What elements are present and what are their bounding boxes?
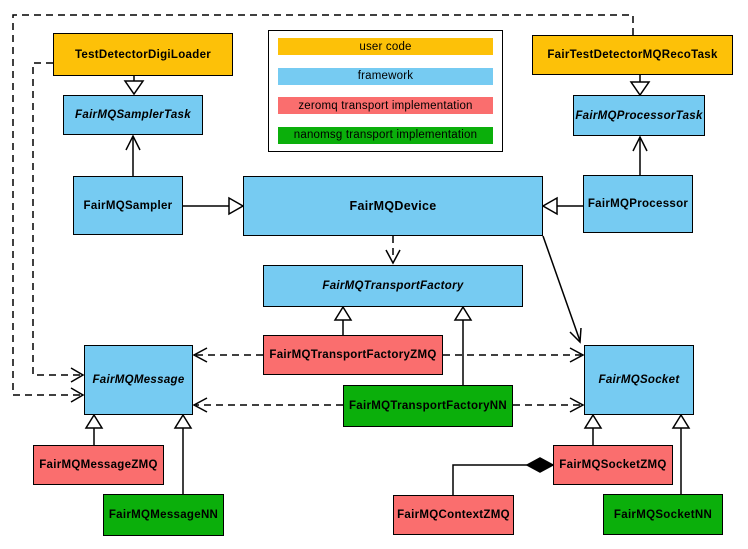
inheritance-arrow-socketzmq-socket bbox=[583, 413, 603, 445]
class-label: FairMQContextZMQ bbox=[397, 509, 510, 521]
class-label: FairMQSampler bbox=[83, 199, 173, 212]
association-arrow-device-socket bbox=[542, 235, 582, 344]
class-node-fairmqtransportfactoryzmq: FairMQTransportFactoryZMQ bbox=[263, 335, 443, 375]
class-node-fairmqsocket: FairMQSocket bbox=[584, 345, 694, 415]
class-label: FairMQSocketNN bbox=[613, 508, 713, 521]
class-label: TestDetectorDigiLoader bbox=[74, 48, 212, 61]
class-label: FairMQProcessorTask bbox=[575, 109, 703, 122]
class-node-fairmqsocketnn: FairMQSocketNN bbox=[603, 494, 723, 535]
legend-item-user-code: user code bbox=[278, 38, 493, 55]
inheritance-arrow-sampler-device bbox=[183, 196, 245, 216]
legend: user code framework zeromq transport imp… bbox=[268, 30, 503, 152]
dependency-arrow-tfzmq-message bbox=[192, 347, 263, 363]
class-label: FairMQMessageZMQ bbox=[39, 459, 158, 471]
association-arrow-sampler-samplertask bbox=[125, 134, 141, 176]
class-node-fairmqtransportfactory: FairMQTransportFactory bbox=[263, 265, 523, 307]
legend-item-nanomsg: nanomsg transport implementation bbox=[278, 126, 493, 144]
class-label: FairTestDetectorMQRecoTask bbox=[547, 49, 718, 61]
association-arrow-processor-processortask bbox=[632, 135, 648, 175]
dependency-arrow-device-transportfactory bbox=[385, 236, 401, 265]
class-node-fairtestdetectormqrecotask: FairTestDetectorMQRecoTask bbox=[532, 35, 733, 75]
class-label: FairMQSocketZMQ bbox=[559, 459, 667, 471]
class-node-fairmqsampler: FairMQSampler bbox=[73, 176, 183, 235]
class-node-fairmqcontextzmq: FairMQContextZMQ bbox=[393, 495, 514, 535]
class-node-fairmqtransportfactorynn: FairMQTransportFactoryNN bbox=[343, 385, 513, 427]
class-node-fairmqmessagenn: FairMQMessageNN bbox=[103, 494, 224, 536]
class-node-fairmqprocessor: FairMQProcessor bbox=[583, 175, 693, 233]
inheritance-arrow-recotask-processortask bbox=[629, 75, 651, 97]
class-label: FairMQTransportFactoryZMQ bbox=[269, 349, 437, 361]
dependency-arrow-digiloader-message bbox=[32, 62, 85, 383]
inheritance-arrow-messagenn-message bbox=[173, 413, 193, 494]
dependency-arrow-tfnn-message bbox=[192, 397, 343, 413]
class-label: FairMQMessageNN bbox=[108, 509, 219, 521]
class-node-fairmqsamplertask: FairMQSamplerTask bbox=[63, 95, 203, 135]
inheritance-arrow-tfnn-transportfactory bbox=[453, 305, 473, 385]
class-node-testdetectordigiloader: TestDetectorDigiLoader bbox=[53, 33, 233, 76]
inheritance-arrow-digiloader-samplertask bbox=[123, 76, 145, 96]
class-label: FairMQSamplerTask bbox=[75, 109, 191, 121]
inheritance-arrow-socketnn-socket bbox=[671, 413, 691, 494]
class-node-fairmqmessage: FairMQMessage bbox=[84, 345, 193, 415]
class-label: FairMQMessage bbox=[92, 374, 185, 386]
class-label: FairMQProcessor bbox=[587, 198, 689, 210]
class-node-fairmqprocessortask: FairMQProcessorTask bbox=[573, 95, 705, 136]
class-label: FairMQSocket bbox=[598, 374, 680, 386]
legend-label: user code bbox=[359, 40, 412, 53]
class-node-fairmqdevice: FairMQDevice bbox=[243, 176, 543, 236]
dependency-arrow-tfnn-socket bbox=[513, 397, 585, 413]
inheritance-arrow-messagezmq-message bbox=[84, 413, 104, 445]
legend-item-framework: framework bbox=[278, 67, 493, 85]
legend-item-zeromq: zeromq transport implementation bbox=[278, 97, 493, 115]
class-node-fairmqmessagezmq: FairMQMessageZMQ bbox=[33, 445, 164, 485]
dependency-arrow-recotask-message bbox=[12, 14, 634, 403]
class-label: FairMQTransportFactoryNN bbox=[348, 400, 507, 412]
composition-link-contextzmq-socketzmq bbox=[452, 457, 555, 495]
class-node-fairmqsocketzmq: FairMQSocketZMQ bbox=[553, 445, 673, 485]
legend-label: framework bbox=[357, 70, 414, 83]
class-label: FairMQDevice bbox=[349, 199, 437, 213]
inheritance-arrow-processor-device bbox=[541, 196, 583, 216]
dependency-arrow-tfzmq-socket bbox=[443, 347, 585, 363]
inheritance-arrow-tfzmq-transportfactory bbox=[333, 305, 353, 335]
class-label: FairMQTransportFactory bbox=[322, 280, 464, 292]
legend-label: nanomsg transport implementation bbox=[293, 129, 478, 142]
legend-label: zeromq transport implementation bbox=[298, 99, 473, 112]
